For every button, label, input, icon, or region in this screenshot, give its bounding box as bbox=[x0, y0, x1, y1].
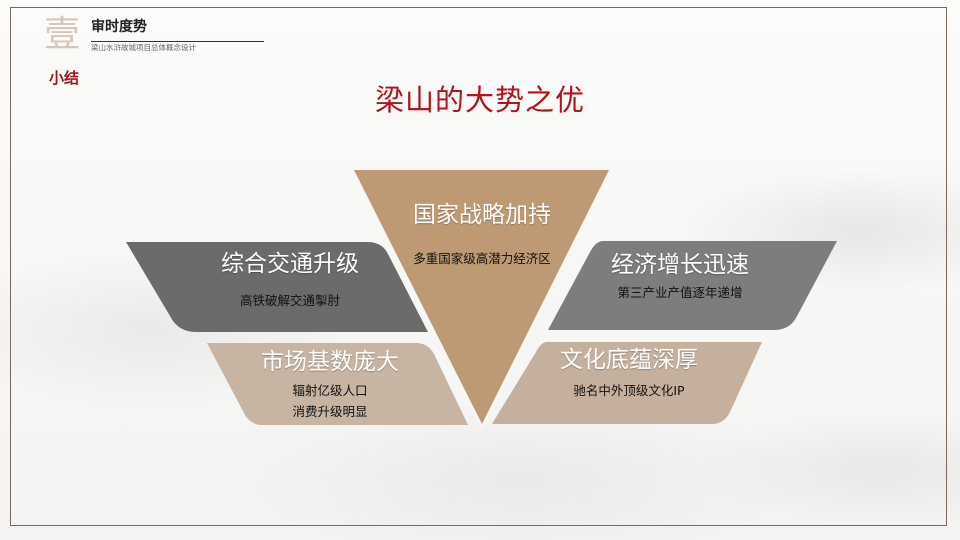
advantage-heading: 国家战略加持 bbox=[413, 202, 551, 228]
shape-lower-left bbox=[207, 343, 468, 425]
shape-upper-right bbox=[548, 241, 837, 330]
advantage-heading: 文化底蕴深厚 bbox=[560, 347, 698, 373]
section-divider bbox=[91, 41, 264, 42]
shape-upper-left bbox=[126, 242, 428, 332]
advantage-heading: 综合交通升级 bbox=[221, 251, 359, 277]
advantage-desc: 多重国家级高潜力经济区 bbox=[413, 251, 551, 266]
summary-label: 小结 bbox=[49, 69, 80, 87]
advantage-desc: 高铁破解交通掣肘 bbox=[239, 293, 340, 308]
advantage-desc: 第三产业产值逐年递增 bbox=[617, 285, 743, 300]
shape-lower-right bbox=[492, 342, 762, 424]
page-title: 梁山的大势之优 bbox=[374, 83, 585, 117]
section-subtitle: 梁山水浒故城项目总体概念设计 bbox=[91, 43, 196, 52]
section-title: 审时度势 bbox=[91, 19, 147, 35]
section-number: 壹 bbox=[44, 14, 81, 55]
slide-frame bbox=[10, 7, 947, 526]
advantage-desc: 辐射亿级人口 bbox=[292, 383, 368, 398]
advantage-heading: 市场基数庞大 bbox=[261, 349, 399, 375]
shape-center-triangle bbox=[354, 170, 609, 424]
advantage-heading: 经济增长迅速 bbox=[611, 252, 749, 278]
advantage-desc: 驰名中外顶级文化IP bbox=[573, 383, 685, 398]
advantage-desc: 消费升级明显 bbox=[292, 404, 368, 419]
